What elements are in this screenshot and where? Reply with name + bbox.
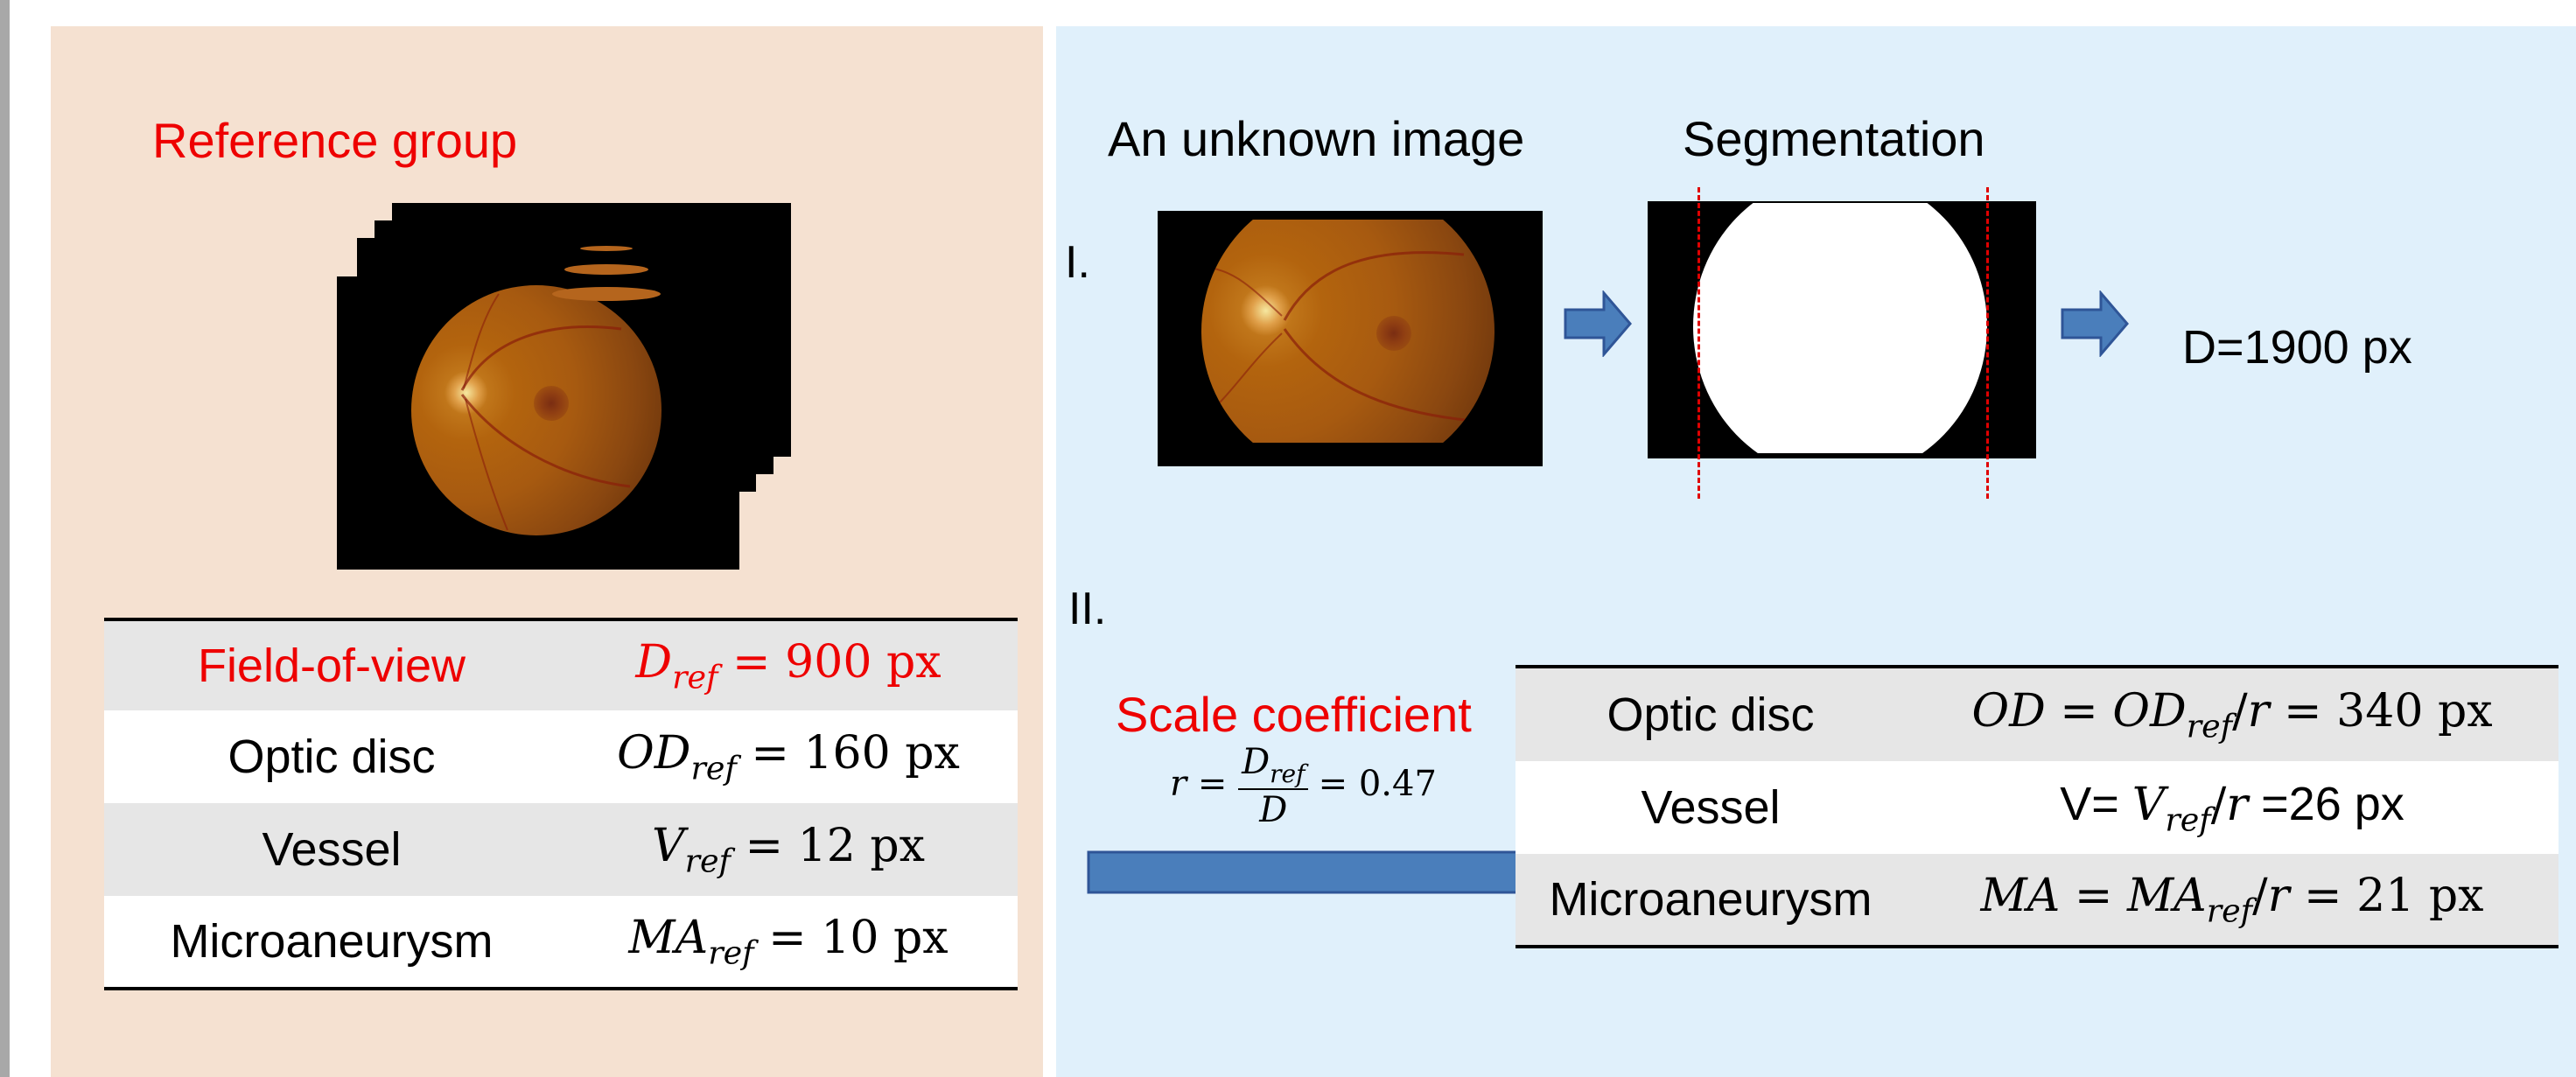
- row-label: Optic disc: [1516, 667, 1906, 761]
- stack-arcs: [552, 246, 661, 301]
- row-value: MA = MAref/r = 21 px: [1906, 854, 2558, 947]
- table-row: Microaneurysm MAref = 10 px: [104, 896, 1018, 989]
- segmentation-mask: [1648, 201, 2036, 458]
- formula-lhs: r =: [1170, 763, 1239, 804]
- arrow-right-icon: [1564, 290, 1632, 357]
- formula-fraction: Dref D: [1238, 742, 1309, 830]
- row-value: Dref = 900 px: [559, 619, 1018, 710]
- row-value: Vref = 12 px: [559, 803, 1018, 896]
- fov-left-boundary: [1698, 187, 1700, 499]
- formula-rhs: = 0.47: [1318, 763, 1437, 804]
- row-label: Microaneurysm: [104, 896, 559, 989]
- fov-right-boundary: [1986, 187, 1989, 499]
- scaled-features-table: Optic disc OD = ODref/r = 340 px Vessel …: [1516, 665, 2558, 948]
- retinal-vessels: [460, 293, 631, 531]
- row-value: MAref = 10 px: [559, 896, 1018, 989]
- table-row: Microaneurysm MA = MAref/r = 21 px: [1516, 854, 2558, 947]
- step-two-label: II.: [1068, 584, 1107, 634]
- row-label: Optic disc: [104, 710, 559, 803]
- row-label: Vessel: [104, 803, 559, 896]
- table-row: Vessel Vref = 12 px: [104, 803, 1018, 896]
- row-label: Vessel: [1516, 761, 1906, 854]
- window-edge: [0, 0, 10, 1077]
- fundus-retina: [1201, 220, 1494, 443]
- row-value: ODref = 160 px: [559, 710, 1018, 803]
- table-row: Optic disc OD = ODref/r = 340 px: [1516, 667, 2558, 761]
- row-label: Microaneurysm: [1516, 854, 1906, 947]
- reference-group-panel: Reference group Field: [51, 26, 1043, 1077]
- step-one-label: I.: [1065, 237, 1090, 288]
- row-value: V= Vref/r =26 px: [1906, 761, 2558, 854]
- scale-formula: r = Dref D = 0.47: [1170, 742, 1437, 830]
- table-row: Field-of-view Dref = 900 px: [104, 619, 1018, 710]
- reference-group-title: Reference group: [152, 113, 518, 168]
- row-label: Field-of-view: [104, 619, 559, 710]
- retinal-vessels: [1209, 251, 1474, 423]
- segmentation-caption: Segmentation: [1683, 111, 1985, 166]
- arrow-right-icon: [2061, 290, 2129, 357]
- diameter-result: D=1900 px: [2182, 321, 2412, 374]
- macula-spot: [1376, 316, 1411, 351]
- row-value: OD = ODref/r = 340 px: [1906, 667, 2558, 761]
- table-row: Optic disc ODref = 160 px: [104, 710, 1018, 803]
- unknown-image-caption: An unknown image: [1108, 111, 1525, 166]
- reference-fundus-image: [337, 276, 739, 570]
- fundus-retina: [411, 285, 662, 535]
- macula-spot: [534, 386, 569, 421]
- scaling-procedure-panel: An unknown image Segmentation I. D=1900 …: [1056, 26, 2576, 1077]
- unknown-fundus-image: [1158, 211, 1543, 466]
- table-row: Vessel V= Vref/r =26 px: [1516, 761, 2558, 854]
- scale-coefficient-title: Scale coefficient: [1116, 687, 1472, 742]
- segmented-fov: [1693, 203, 1987, 453]
- reference-table: Field-of-view Dref = 900 px Optic disc O…: [104, 618, 1018, 990]
